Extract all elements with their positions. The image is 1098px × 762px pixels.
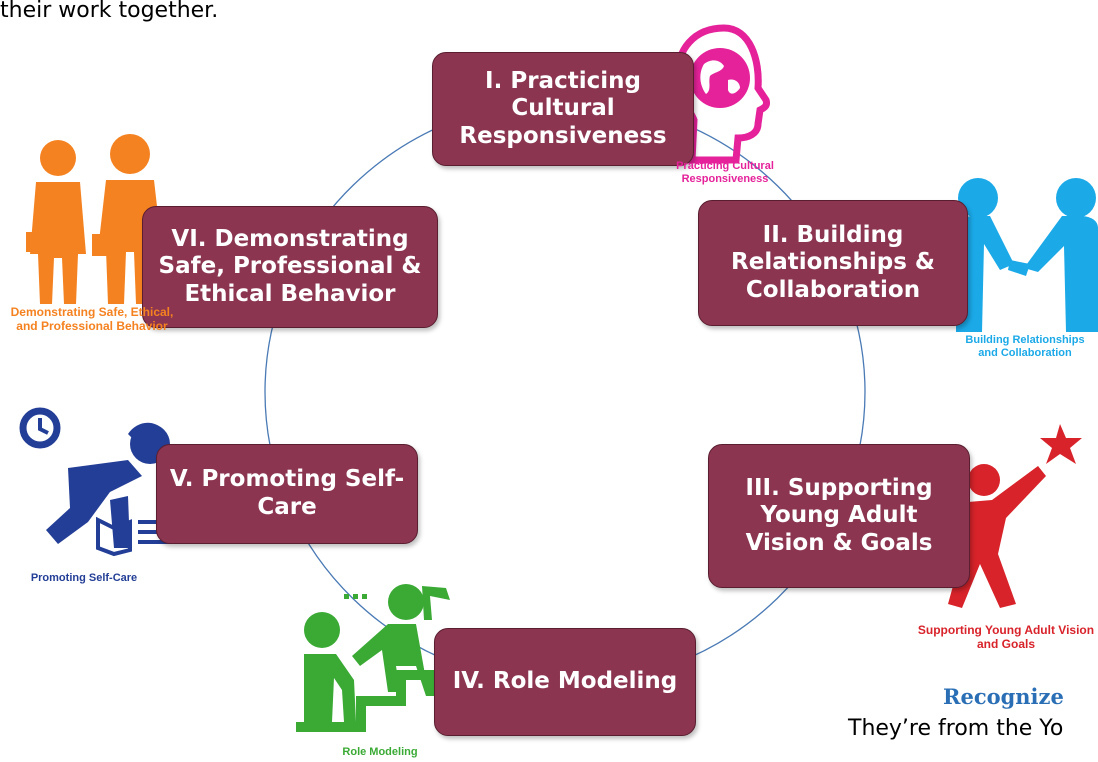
reaching-star-icon — [940, 416, 1090, 612]
icon-caption-vision: Supporting Young Adult Vision and Goals — [917, 623, 1095, 651]
recognize-heading: Recognize — [943, 684, 1064, 709]
icon-caption-ethical: Demonstrating Safe, Ethical, and Profess… — [10, 305, 174, 333]
step-box-supporting-vision: III. Supporting Young Adult Vision & Goa… — [708, 444, 970, 588]
icon-caption-role-modeling: Role Modeling — [342, 746, 418, 758]
source-text: They’re from the Yo — [848, 716, 1064, 741]
handshake-people-icon — [952, 172, 1098, 334]
step-box-ethical-behavior: VI. Demonstrating Safe, Professional & E… — [142, 206, 438, 328]
intro-text: their work together. — [0, 0, 219, 23]
icon-caption-self-care: Promoting Self-Care — [30, 572, 138, 584]
step-box-cultural-responsiveness: I. Practicing Cultural Responsiveness — [432, 52, 694, 166]
climbing-people-icon — [296, 580, 460, 746]
relaxing-person-icon — [18, 404, 178, 562]
step-box-building-relationships: II. Building Relationships & Collaborati… — [698, 200, 968, 326]
step-box-role-modeling: IV. Role Modeling — [434, 628, 696, 736]
icon-caption-relationships: Building Relationships and Collaboration — [965, 334, 1085, 359]
step-box-self-care: V. Promoting Self-Care — [156, 444, 418, 544]
icon-caption-cultural: Practicing Cultural Responsiveness — [676, 160, 774, 185]
